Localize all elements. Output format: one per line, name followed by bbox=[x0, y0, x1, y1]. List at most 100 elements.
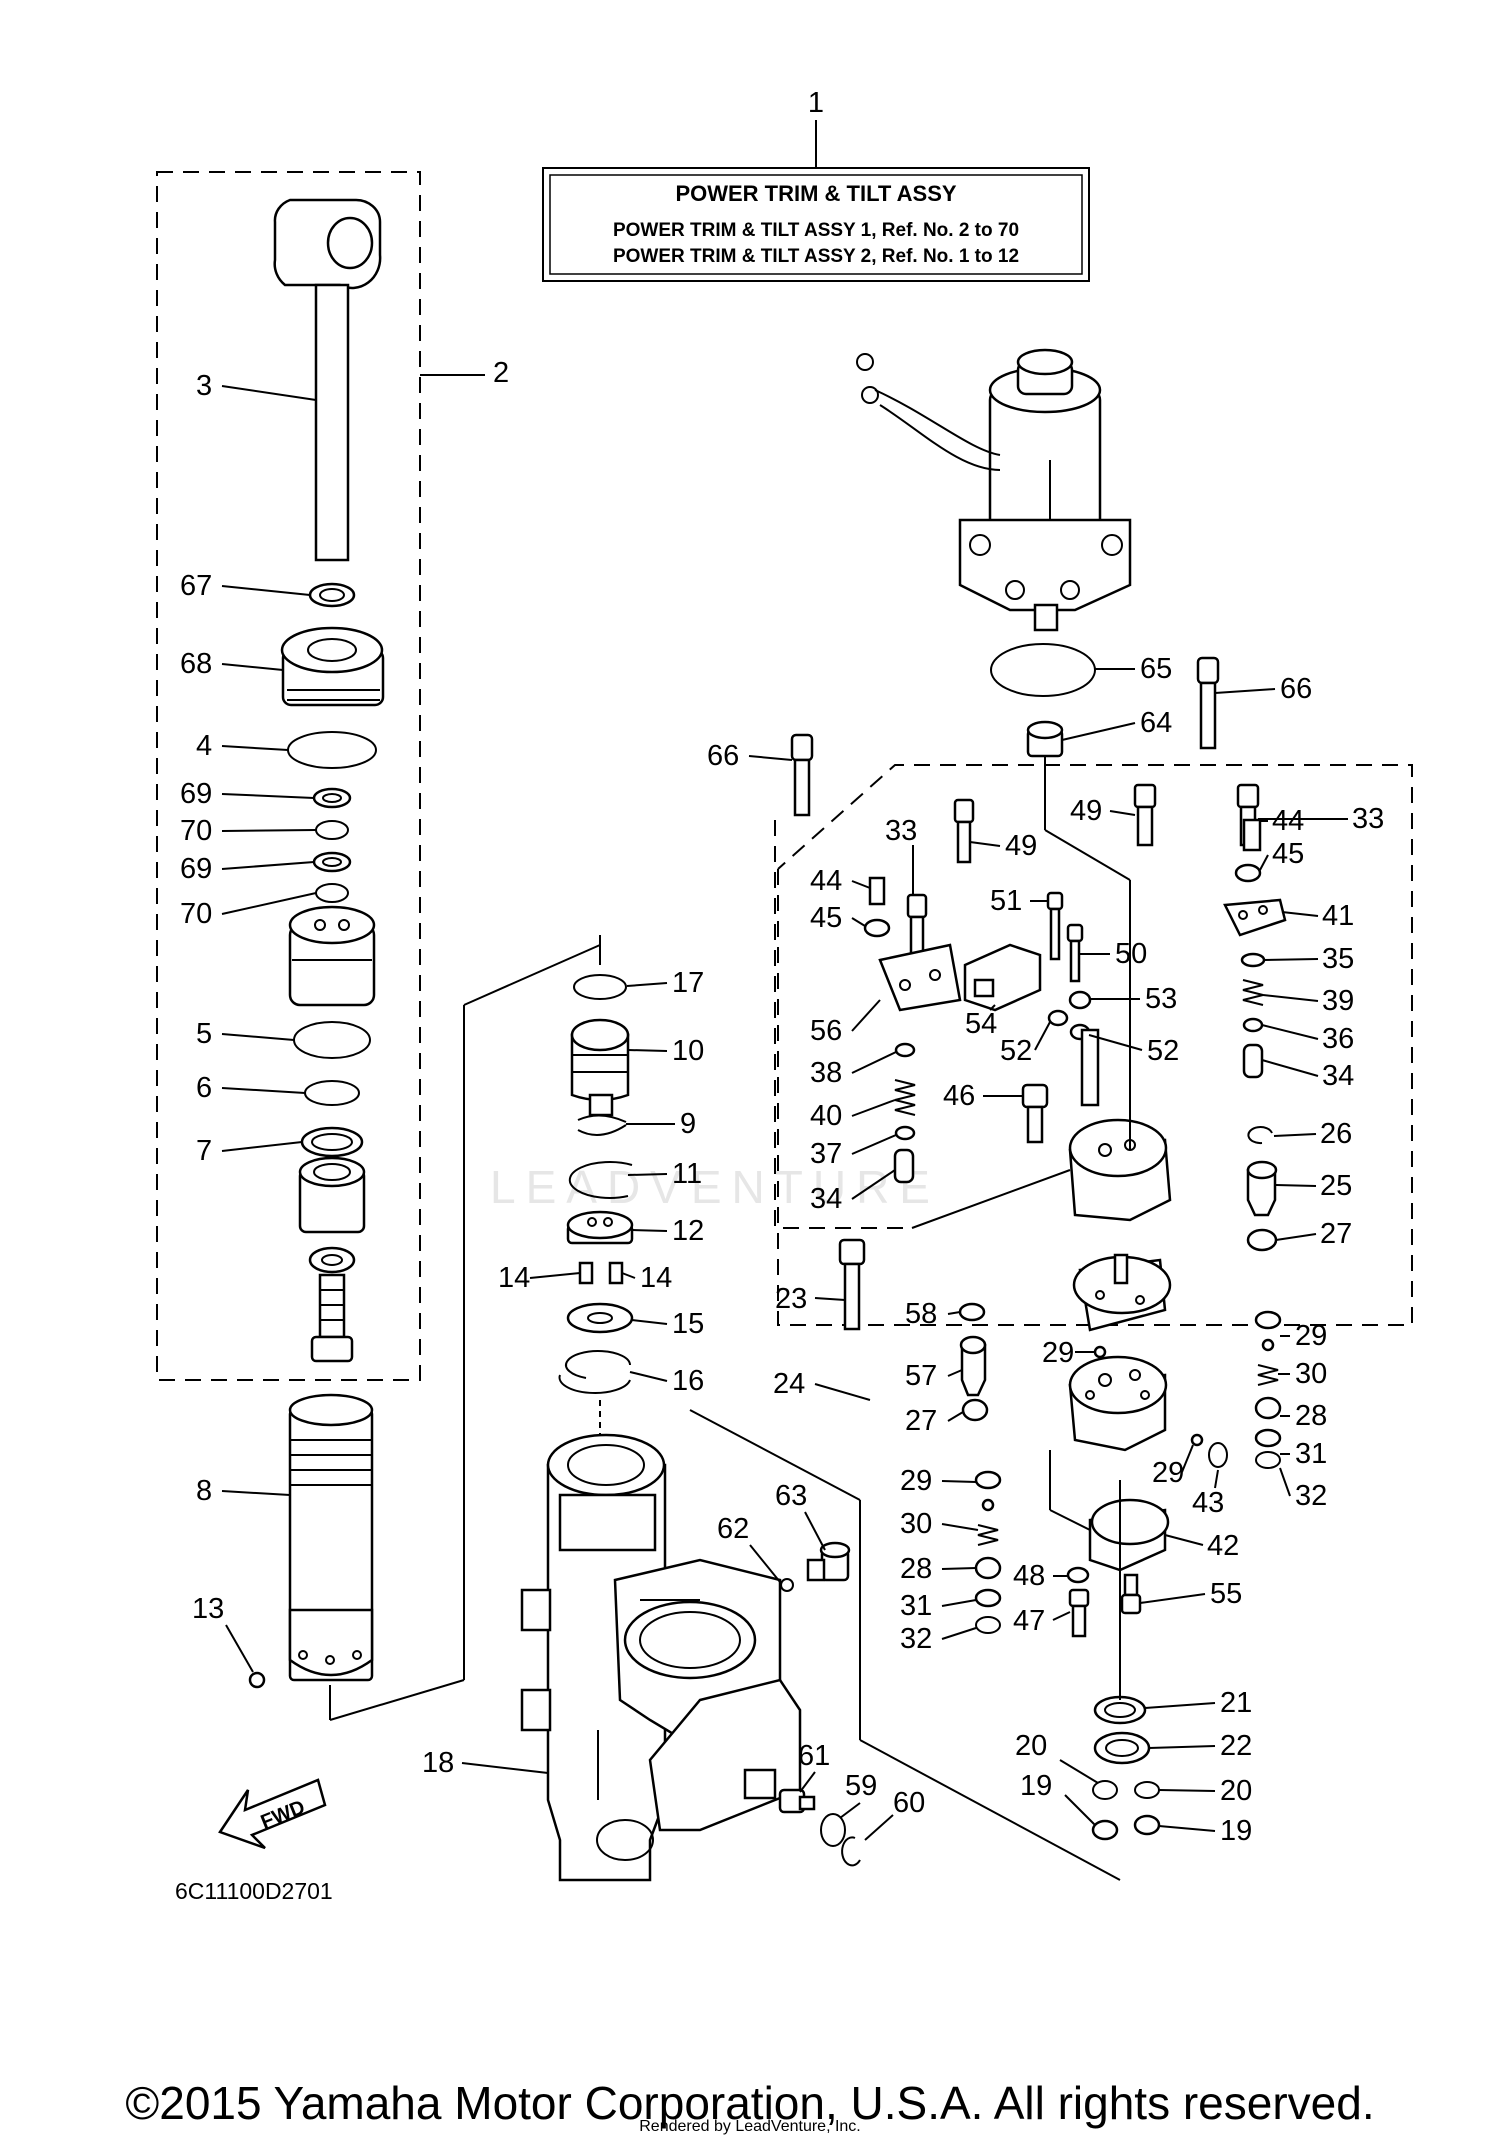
callout-c57: 57 bbox=[905, 1360, 937, 1392]
copyright-notice: ©2015 Yamaha Motor Corporation, U.S.A. A… bbox=[125, 2077, 1375, 2129]
callout-c48: 48 bbox=[1013, 1560, 1045, 1592]
callout-c23: 23 bbox=[775, 1283, 807, 1315]
callout-c62: 62 bbox=[717, 1513, 749, 1545]
callout-c67: 67 bbox=[180, 570, 212, 602]
callout-c46: 46 bbox=[943, 1080, 975, 1112]
pump-assembly bbox=[790, 656, 1287, 1841]
main-housing bbox=[520, 1409, 1121, 1882]
callout-c6: 6 bbox=[196, 1072, 212, 1104]
callout-c40: 40 bbox=[810, 1100, 842, 1132]
callout-c65: 65 bbox=[1140, 653, 1172, 685]
callout-c7: 7 bbox=[196, 1135, 212, 1167]
callout-c30b: 30 bbox=[900, 1508, 932, 1540]
callout-c9: 9 bbox=[680, 1108, 696, 1140]
callout-c5: 5 bbox=[196, 1018, 212, 1050]
callout-c47: 47 bbox=[1013, 1605, 1045, 1637]
callout-c13: 13 bbox=[192, 1593, 224, 1625]
callout-c53: 53 bbox=[1145, 983, 1177, 1015]
callout-c26: 26 bbox=[1320, 1118, 1352, 1150]
callout-c27b: 27 bbox=[905, 1405, 937, 1437]
rendered-by-notice: Rendered by LeadVenture, Inc. bbox=[639, 2118, 861, 2135]
callout-c44b: 44 bbox=[1272, 805, 1304, 837]
callout-c22: 22 bbox=[1220, 1730, 1252, 1762]
callout-c8: 8 bbox=[196, 1475, 212, 1507]
callout-c20a: 20 bbox=[1015, 1730, 1047, 1762]
callout-c18: 18 bbox=[422, 1747, 454, 1779]
callout-c37: 37 bbox=[810, 1138, 842, 1170]
callout-c12: 12 bbox=[672, 1215, 704, 1247]
callout-c54: 54 bbox=[965, 1008, 997, 1040]
callout-c36: 36 bbox=[1322, 1023, 1354, 1055]
callout-c27a: 27 bbox=[1320, 1218, 1352, 1250]
callout-c2: 2 bbox=[493, 357, 509, 389]
callout-c52a: 52 bbox=[1000, 1035, 1032, 1067]
callout-c20b: 20 bbox=[1220, 1775, 1252, 1807]
callout-c70b: 70 bbox=[180, 898, 212, 930]
callout-c14a: 14 bbox=[498, 1262, 530, 1294]
title-box-title: POWER TRIM & TILT ASSY bbox=[675, 181, 956, 206]
watermark-text: LEADVENTURE bbox=[490, 1161, 940, 1213]
callout-c60: 60 bbox=[893, 1787, 925, 1819]
callout-c3: 3 bbox=[196, 370, 212, 402]
callout-c55: 55 bbox=[1210, 1578, 1242, 1610]
callout-c63: 63 bbox=[775, 1480, 807, 1512]
callout-c29c: 29 bbox=[1152, 1457, 1184, 1489]
leader-lines bbox=[221, 374, 1348, 1841]
callout-c35: 35 bbox=[1322, 943, 1354, 975]
title-box: POWER TRIM & TILT ASSY POWER TRIM & TILT… bbox=[542, 120, 1090, 282]
callout-c32b: 32 bbox=[900, 1623, 932, 1655]
callout-c10: 10 bbox=[672, 1035, 704, 1067]
callout-c44a: 44 bbox=[810, 865, 842, 897]
title-box-line2: POWER TRIM & TILT ASSY 2, Ref. No. 1 to … bbox=[613, 246, 1019, 267]
callout-c45b: 45 bbox=[1272, 838, 1304, 870]
callout-c38: 38 bbox=[810, 1057, 842, 1089]
callout-c4: 4 bbox=[196, 730, 212, 762]
callout-c42: 42 bbox=[1207, 1530, 1239, 1562]
callout-c19a: 19 bbox=[1020, 1770, 1052, 1802]
callout-c34b: 34 bbox=[1322, 1060, 1354, 1092]
callout-c17: 17 bbox=[672, 967, 704, 999]
callout-c33a: 33 bbox=[885, 815, 917, 847]
callout-c29d: 29 bbox=[900, 1465, 932, 1497]
callout-c51: 51 bbox=[990, 885, 1022, 917]
callout-c14b: 14 bbox=[640, 1262, 672, 1294]
callout-c16: 16 bbox=[672, 1365, 704, 1397]
callout-c41: 41 bbox=[1322, 900, 1354, 932]
fwd-arrow-icon: FWD bbox=[218, 1778, 327, 1850]
callout-c32a: 32 bbox=[1295, 1480, 1327, 1512]
callout-c64: 64 bbox=[1140, 707, 1172, 739]
callout-c15: 15 bbox=[672, 1308, 704, 1340]
callout-c33b: 33 bbox=[1352, 803, 1384, 835]
diagram-code: 6C11100D2701 bbox=[175, 1878, 333, 1904]
callout-c68: 68 bbox=[180, 648, 212, 680]
center-column bbox=[558, 935, 634, 1470]
callout-c1: 1 bbox=[808, 87, 824, 119]
callout-c28b: 28 bbox=[900, 1553, 932, 1585]
callout-c31a: 31 bbox=[1295, 1438, 1327, 1470]
callout-c34a: 34 bbox=[810, 1183, 842, 1215]
electric-motor bbox=[856, 348, 1132, 758]
callout-c11: 11 bbox=[672, 1158, 702, 1190]
callout-c31b: 31 bbox=[900, 1590, 932, 1622]
callout-c21: 21 bbox=[1220, 1687, 1252, 1719]
title-box-line1: POWER TRIM & TILT ASSY 1, Ref. No. 2 to … bbox=[613, 220, 1019, 241]
callout-c70a: 70 bbox=[180, 815, 212, 847]
callout-c43: 43 bbox=[1192, 1487, 1224, 1519]
callout-c58: 58 bbox=[905, 1298, 937, 1330]
callout-c19b: 19 bbox=[1220, 1815, 1252, 1847]
callout-c24: 24 bbox=[773, 1368, 805, 1400]
callout-c30a: 30 bbox=[1295, 1358, 1327, 1390]
callout-c49a: 49 bbox=[1005, 830, 1037, 862]
callout-c45a: 45 bbox=[810, 902, 842, 934]
callout-c39: 39 bbox=[1322, 985, 1354, 1017]
callout-c59: 59 bbox=[845, 1770, 877, 1802]
callout-c69b: 69 bbox=[180, 853, 212, 885]
callout-c61: 61 bbox=[798, 1740, 830, 1772]
group-outlines bbox=[156, 171, 1413, 1381]
tilt-cylinder bbox=[248, 944, 601, 1721]
tilt-rod-assembly bbox=[273, 198, 385, 1363]
callout-c66a: 66 bbox=[707, 740, 739, 772]
callout-c49b: 49 bbox=[1070, 795, 1102, 827]
callout-c52b: 52 bbox=[1147, 1035, 1179, 1067]
callout-c29b: 29 bbox=[1295, 1320, 1327, 1352]
